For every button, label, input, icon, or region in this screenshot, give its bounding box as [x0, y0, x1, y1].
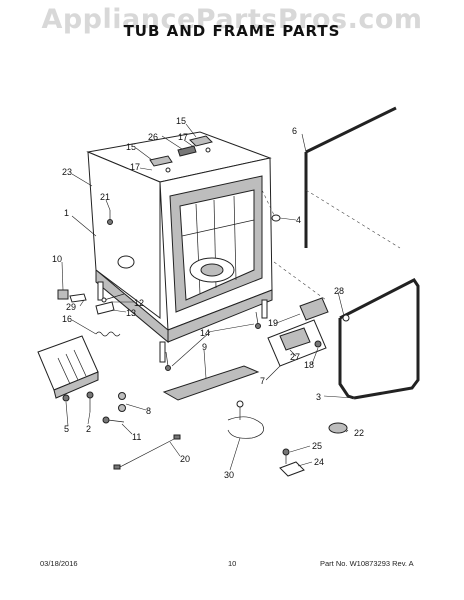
footer-date: 03/18/2016	[40, 559, 78, 568]
callouts: 15 17 26 15 17 23 21 1 6 4 10 29 12 13 1…	[52, 116, 364, 480]
gasket-part-3	[338, 278, 420, 400]
screw-part-18	[314, 340, 322, 348]
bracket-part-19	[299, 297, 329, 321]
callout-16: 16	[62, 314, 72, 324]
panel-part-5	[37, 335, 99, 402]
tub-assembly	[86, 131, 273, 363]
bracket-part-15-upper	[189, 135, 213, 147]
fastener-part-8	[118, 392, 126, 412]
callout-15: 15	[176, 116, 186, 126]
callout-17: 17	[130, 162, 140, 172]
screw-part-25	[282, 448, 290, 456]
tub-side-panel	[87, 151, 161, 319]
callout-19: 19	[268, 318, 278, 328]
diagram-title: TUB AND FRAME PARTS	[123, 22, 341, 40]
callout-8: 8	[146, 406, 151, 416]
callout-13: 13	[126, 308, 136, 318]
callout-14: 14	[200, 328, 210, 338]
callout-30: 30	[224, 470, 234, 480]
bracket-part-26	[177, 145, 197, 157]
bracket-part-15-lower	[149, 155, 173, 167]
callout-28: 28	[334, 286, 344, 296]
callout-27: 27	[290, 352, 300, 362]
callout-24: 24	[314, 457, 324, 467]
callout-22: 22	[354, 428, 364, 438]
bracket-part-13	[95, 301, 115, 315]
screw-part-21	[107, 210, 113, 225]
callout-23: 23	[62, 167, 72, 177]
callout-15: 15	[126, 142, 136, 152]
hinge-brackets	[149, 135, 213, 173]
callout-5: 5	[64, 424, 69, 434]
callout-3: 3	[316, 392, 321, 402]
callout-10: 10	[52, 254, 62, 264]
callout-18: 18	[304, 360, 314, 370]
tub-side-port	[117, 255, 135, 269]
callout-29: 29	[66, 302, 76, 312]
watermark: AppliancePartsPros.com	[41, 4, 423, 35]
callout-25: 25	[312, 441, 322, 451]
bracket-part-27	[279, 327, 311, 351]
callout-12: 12	[134, 298, 144, 308]
footer-part-number: Part No. W10873293 Rev. A	[320, 559, 414, 568]
callout-11: 11	[132, 432, 141, 442]
clip-part-28	[342, 314, 350, 322]
footer-page-number: 10	[228, 559, 237, 568]
callout-17: 17	[178, 132, 188, 142]
screw-part-11	[102, 416, 125, 424]
spring-part-16	[95, 331, 121, 337]
callout-6: 6	[292, 126, 297, 136]
bracket-part-29	[69, 293, 87, 303]
grommet-part-22	[328, 422, 348, 434]
callout-2: 2	[86, 424, 91, 434]
callout-7: 7	[260, 376, 265, 386]
screw-part-14	[165, 311, 261, 371]
latch-assembly-part-7	[267, 297, 329, 367]
screw-part-2	[86, 391, 94, 412]
callout-21: 21	[100, 192, 110, 202]
clip-part-10	[57, 289, 69, 300]
shield-part-9	[162, 365, 260, 401]
callout-26: 26	[148, 132, 158, 142]
leader-lines	[61, 123, 355, 471]
callout-4: 4	[296, 215, 301, 225]
bracket-part-24	[279, 448, 305, 477]
sensor-part-30	[227, 400, 264, 439]
callout-20: 20	[180, 454, 190, 464]
callout-9: 9	[202, 342, 207, 352]
wire-part-20	[113, 434, 181, 470]
gasket-part-6	[304, 106, 397, 248]
callout-1: 1	[64, 208, 69, 218]
